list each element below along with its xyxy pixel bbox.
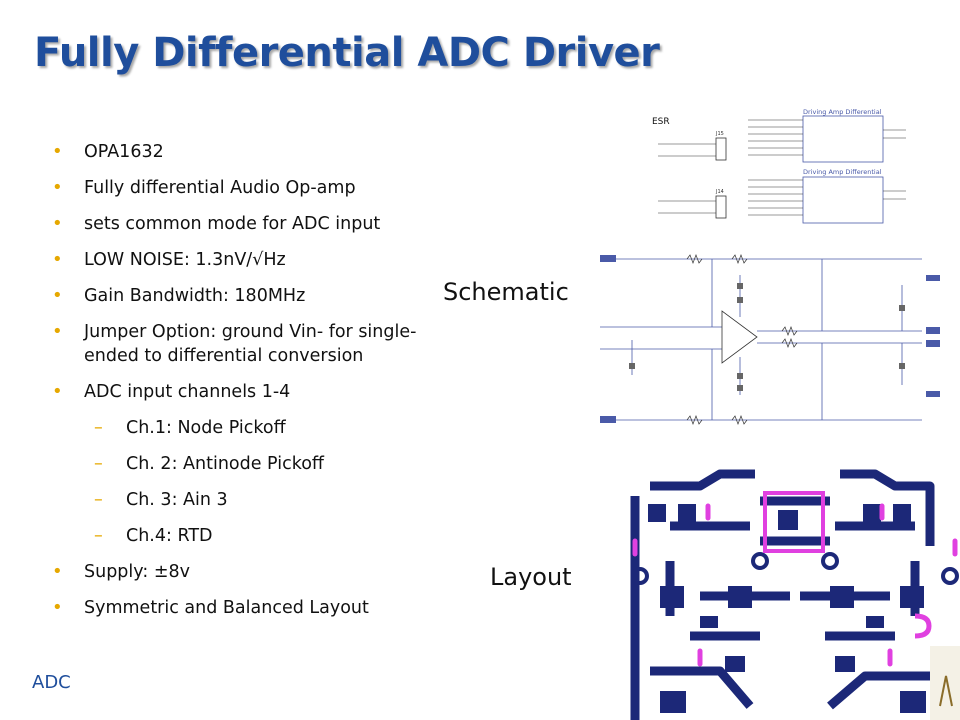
bullet-item: Symmetric and Balanced Layout — [52, 596, 442, 620]
svg-text:J15: J15 — [715, 131, 724, 137]
connector-j14 — [715, 195, 727, 219]
opamp-schematic-figure — [592, 245, 944, 435]
schematic-connector-figure: ESR Driving Amp Differential Driving Amp… — [648, 100, 910, 240]
bullet-item: Supply: ±8v — [52, 560, 442, 584]
footer-label: ADC — [32, 672, 71, 693]
pcb-silk-outline — [763, 491, 825, 553]
amp-block-1 — [802, 115, 884, 163]
bullet-item: Fully differential Audio Op-amp — [52, 176, 442, 200]
bullet-item: sets common mode for ADC input — [52, 212, 442, 236]
bullet-item: OPA1632 — [52, 140, 442, 164]
bullet-item: LOW NOISE: 1.3nV/√Hz — [52, 248, 442, 272]
sub-bullet-item: Ch.4: RTD — [52, 524, 442, 548]
connector-j15 — [715, 137, 727, 161]
sub-bullet-item: Ch. 2: Antinode Pickoff — [52, 452, 442, 476]
sub-bullet-item: Ch.1: Node Pickoff — [52, 416, 442, 440]
block-title-2: Driving Amp Differential — [803, 168, 882, 176]
layout-label: Layout — [490, 563, 572, 591]
bullet-item: Jumper Option: ground Vin- for single-en… — [52, 320, 442, 368]
bullet-item: ADC input channels 1-4 — [52, 380, 442, 404]
bullet-item: Gain Bandwidth: 180MHz — [52, 284, 442, 308]
pcb-layout-figure — [630, 466, 960, 720]
schematic-label: Schematic — [443, 278, 569, 306]
amp-block-2 — [802, 176, 884, 224]
slide-title: Fully Differential ADC Driver — [34, 30, 660, 76]
bullet-list: OPA1632 Fully differential Audio Op-amp … — [52, 140, 442, 632]
sub-bullet-item: Ch. 3: Ain 3 — [52, 488, 442, 512]
esr-tag: ESR — [652, 117, 670, 127]
block-title-1: Driving Amp Differential — [803, 108, 882, 116]
svg-text:J14: J14 — [715, 189, 724, 195]
